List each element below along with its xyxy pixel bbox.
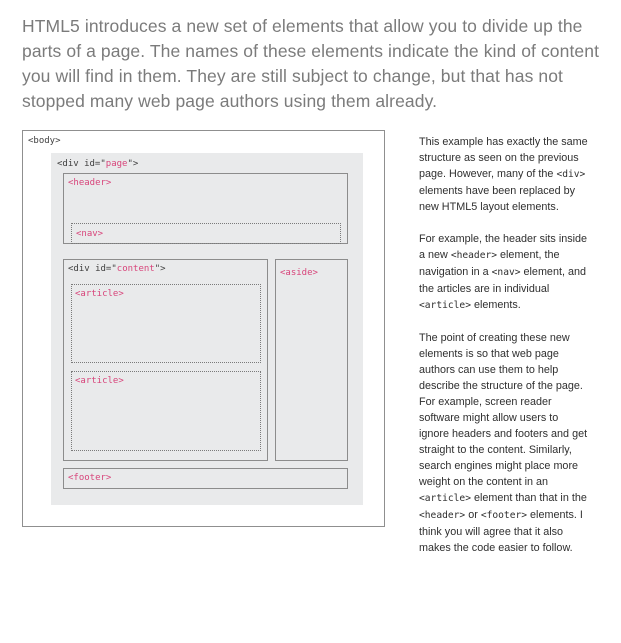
footer-tag-label: <footer> (68, 473, 112, 483)
page-div-label-id: page (105, 159, 128, 169)
content-div-label-id: content (116, 264, 155, 274)
text-run: This example has exactly the same struct… (419, 136, 588, 180)
content-div-label-post: "> (154, 264, 166, 274)
page-div-label: <div id="page"> (57, 159, 138, 169)
footer-box: <footer> (63, 468, 348, 489)
content-div-box: <div id="content"> <article> <article> (63, 259, 268, 461)
page-div-box: <div id="page"> <header> <nav> <div id="… (51, 153, 363, 505)
layout-diagram: <body> <div id="page"> <header> <nav> <d… (22, 130, 385, 527)
nav-box: <nav> (71, 223, 341, 244)
inline-code: <article> (419, 493, 471, 504)
text-run: The point of creating these new elements… (419, 332, 588, 488)
content-div-label: <div id="content"> (68, 264, 166, 274)
content-div-label-pre: <div id=" (68, 264, 117, 274)
text-run: elements. (470, 299, 521, 311)
inline-code: <footer> (480, 510, 528, 521)
text-run: For example, the header sits inside a ne… (419, 233, 588, 261)
page-div-label-post: "> (127, 159, 139, 169)
explanation-paragraph-2: For example, the header sits inside a ne… (419, 231, 591, 314)
text-run: elements. I think you will agree that it… (419, 509, 583, 554)
explanation-paragraph-3: The point of creating these new elements… (419, 330, 591, 556)
explanation-paragraph-1: This example has exactly the same struct… (419, 134, 591, 215)
header-tag-label: <header> (68, 178, 112, 188)
text-run: or (465, 509, 481, 521)
header-box: <header> <nav> (63, 173, 348, 244)
inline-code: <header> (419, 510, 466, 521)
inline-code: <header> (450, 250, 498, 261)
body-tag-label: <body> (28, 136, 61, 146)
inline-code: <div> (556, 169, 586, 180)
article-tag-label-1: <article> (75, 289, 124, 299)
article-box-1: <article> (71, 284, 261, 363)
article-box-2: <article> (71, 371, 261, 451)
text-run: element, and the articles are in individ… (419, 266, 586, 295)
intro-paragraph: HTML5 introduces a new set of elements t… (22, 16, 600, 111)
page-div-label-pre: <div id=" (57, 159, 106, 169)
article-tag-label-2: <article> (75, 376, 124, 386)
explanation-column: This example has exactly the same struct… (419, 134, 591, 572)
text-run: element than that in the (470, 492, 587, 504)
aside-tag-label: <aside> (280, 268, 318, 278)
text-run: element, the navigation in a (419, 249, 560, 278)
inline-code: <article> (419, 300, 471, 311)
inline-code: <nav> (491, 267, 521, 278)
aside-box: <aside> (275, 259, 348, 461)
text-run: elements have been replaced by new HTML5… (419, 185, 576, 213)
nav-tag-label: <nav> (76, 229, 104, 239)
